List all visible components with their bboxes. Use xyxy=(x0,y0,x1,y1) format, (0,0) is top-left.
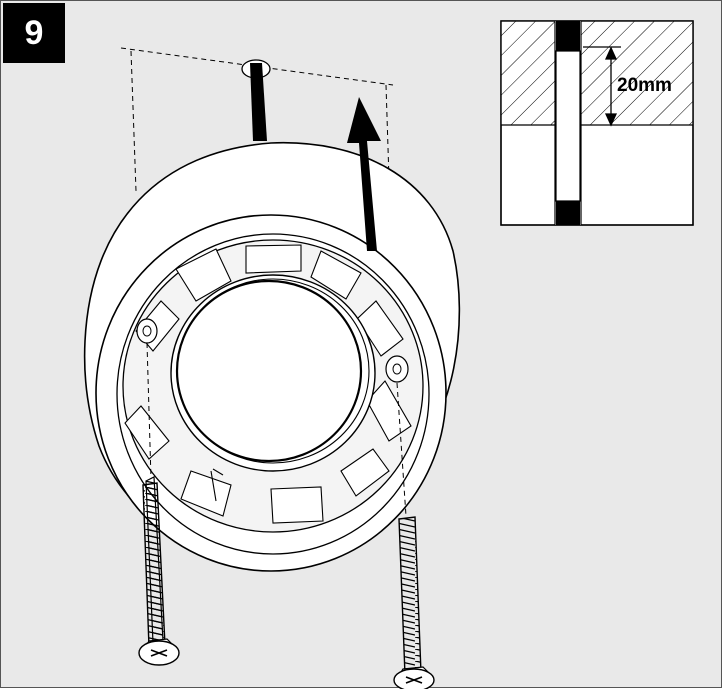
screw-boss-left xyxy=(136,318,158,344)
inset-detail: 20mm xyxy=(500,20,694,226)
screw-boss-right xyxy=(385,355,409,383)
step-number: 9 xyxy=(24,13,44,52)
wall-plug-top xyxy=(241,59,271,141)
depth-dimension xyxy=(583,46,621,127)
upward-arrow-icon xyxy=(347,97,381,251)
screw-right xyxy=(393,516,435,689)
depth-label: 20mm xyxy=(617,75,672,96)
phillips-screw-head-icon xyxy=(393,668,435,689)
duct-spigot xyxy=(170,274,376,472)
screw-left xyxy=(138,476,180,666)
step-number-badge: 9 xyxy=(3,3,65,63)
alignment-guides-bottom xyxy=(146,342,407,517)
